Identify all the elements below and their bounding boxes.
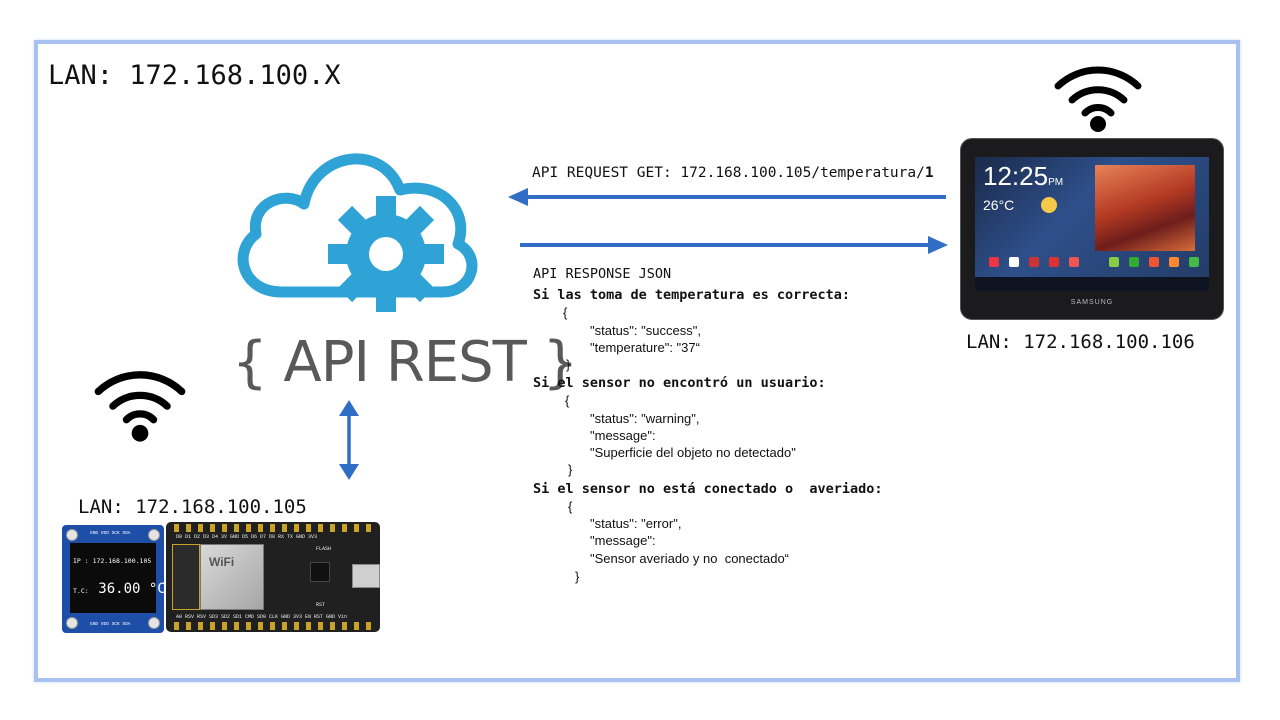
request-id: 1: [924, 165, 934, 181]
oled-tc-value: 36.00 °C: [98, 581, 166, 597]
case-1-open: {: [563, 305, 568, 320]
nodemcu-board: D0 D1 D2 D3 D4 3V GND D5 D6 D7 D8 RX TX …: [166, 522, 380, 632]
rst-label: RST: [316, 602, 326, 608]
mount-hole: [148, 529, 160, 541]
app-icon: [1049, 257, 1059, 267]
app-icon: [1169, 257, 1179, 267]
pin-labels-bottom: A0 RSV RSV SD3 SD2 SD1 CMD SD0 CLK GND 3…: [176, 614, 348, 620]
lan-tablet-label: LAN: 172.168.100.106: [966, 331, 1195, 353]
lan-main-label: LAN: 172.168.100.X: [48, 60, 341, 91]
request-label: API REQUEST GET: 172.168.100.105/tempera…: [532, 165, 934, 181]
usb-port: [352, 564, 380, 588]
mount-hole: [66, 529, 78, 541]
wifi-icon: [1054, 66, 1142, 132]
case-2-heading: Si el sensor no encontró un usuario:: [533, 375, 826, 391]
tablet-device: 12:25PM 26°C SAMSUNG: [960, 138, 1224, 320]
case-3-line-3: "Sensor averiado y no conectado“: [590, 551, 790, 566]
case-2-line-1: "status": "warning",: [590, 411, 700, 426]
flash-label: FLASH: [316, 546, 332, 552]
tablet-clock: 12:25PM: [983, 161, 1063, 192]
tablet-brand: SAMSUNG: [1070, 299, 1114, 306]
arrow-right-icon: [520, 236, 948, 254]
mount-hole: [66, 617, 78, 629]
app-icon: [1029, 257, 1039, 267]
arrow-updown-icon: [339, 400, 359, 480]
app-icon: [1189, 257, 1199, 267]
sun-icon: [1041, 197, 1057, 213]
case-2-close: }: [568, 462, 573, 477]
case-3-line-2: "message":: [590, 533, 656, 548]
case-3-open: {: [568, 499, 573, 514]
case-1-line-2: "temperature": "37“: [590, 340, 700, 355]
case-3-line-1: "status": "error",: [590, 516, 682, 531]
app-icon: [1109, 257, 1119, 267]
oled-tc-label: T.C:: [73, 587, 89, 595]
case-3-close: }: [575, 569, 580, 584]
tablet-temp: 26°C: [983, 197, 1015, 213]
oled-display: GND VDD SCK SDA GND VDD SCK SDA IP : 172…: [62, 525, 166, 633]
request-url: API REQUEST GET: 172.168.100.105/tempera…: [532, 165, 925, 181]
wifi-module-label: WiFi: [209, 555, 235, 569]
mount-hole: [148, 617, 160, 629]
header-pins-top: [174, 524, 372, 532]
header-pins-bottom: [174, 622, 372, 630]
oled-temperature: T.C: 36.00 °C: [73, 578, 166, 597]
case-2-line-2: "message":: [590, 428, 656, 443]
case-1-close: }: [566, 357, 571, 372]
oled-screen: IP : 172.168.100.105 T.C: 36.00 °C: [70, 543, 166, 613]
api-rest-label: { API REST }: [232, 330, 578, 395]
lan-frame: [34, 40, 1240, 682]
case-1-line-1: "status": "success",: [590, 323, 701, 338]
case-3-heading: Si el sensor no está conectado o averiad…: [533, 481, 883, 497]
tablet-clock-ampm: PM: [1048, 177, 1064, 188]
response-title: API RESPONSE JSON: [533, 266, 672, 282]
app-icon: [1009, 257, 1019, 267]
tablet-screen: 12:25PM 26°C: [975, 157, 1209, 291]
oled-pin-labels: GND VDD SCK SDA: [90, 531, 131, 536]
app-icon: [1129, 257, 1139, 267]
app-icon: [1149, 257, 1159, 267]
tablet-clock-time: 12:25: [983, 161, 1049, 191]
app-icon: [989, 257, 999, 267]
tablet-status-bar: [975, 277, 1209, 291]
oled-ip-text: IP : 172.168.100.105: [73, 557, 152, 565]
oled-pin-labels-bottom: GND VDD SCK SDA: [90, 622, 131, 627]
cloud-gear-icon: [237, 153, 478, 312]
arrow-left-icon: [508, 188, 946, 206]
case-2-line-3: "Superficie del objeto no detectado": [590, 445, 796, 460]
antenna: [172, 544, 200, 610]
tablet-wallpaper: [1095, 165, 1195, 251]
pin-labels-top: D0 D1 D2 D3 D4 3V GND D5 D6 D7 D8 RX TX …: [176, 534, 318, 540]
app-icon: [1069, 257, 1079, 267]
case-1-heading: Si las toma de temperatura es correcta:: [533, 287, 850, 303]
wifi-icon: [94, 371, 186, 442]
esp-module: WiFi: [200, 544, 264, 610]
case-2-open: {: [565, 393, 570, 408]
usb-chip: [310, 562, 330, 582]
lan-node-label: LAN: 172.168.100.105: [78, 496, 307, 518]
